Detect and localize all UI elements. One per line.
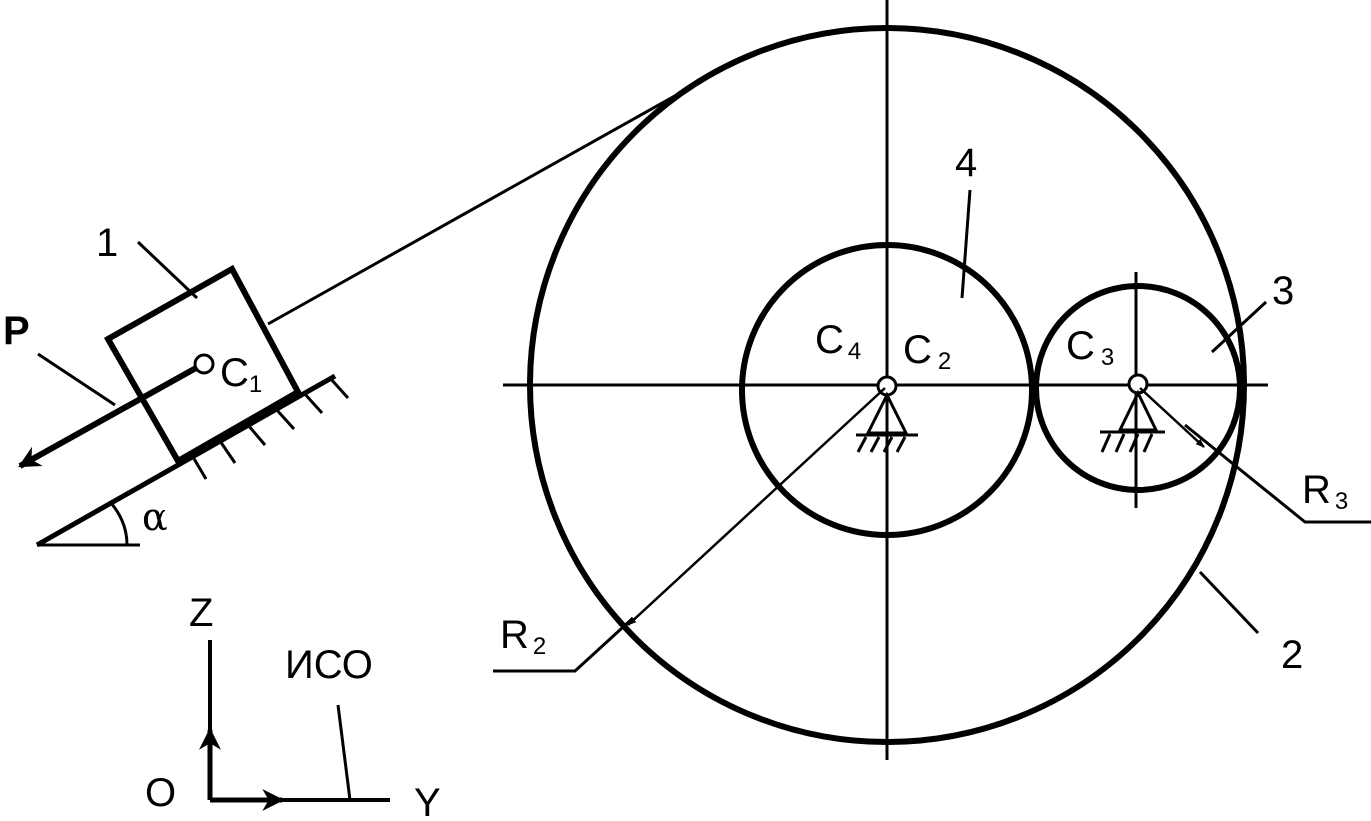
label-r3-sub: 3 [1335, 488, 1348, 515]
label-c4-letter: C [815, 318, 844, 362]
label-angle-alpha: α [142, 495, 168, 539]
label-c2-sub: 2 [938, 348, 951, 375]
leader-1 [136, 240, 199, 300]
label-c4-sub: 4 [848, 338, 861, 365]
radius-r3-arrow [1139, 387, 1205, 448]
label-body-4: 4 [955, 141, 977, 185]
label-r2-letter: R [500, 613, 529, 657]
label-c3-letter: C [1066, 324, 1095, 368]
leader-p [37, 352, 116, 407]
leader-4 [960, 189, 972, 299]
force-p-arrow [18, 365, 198, 469]
angle-arc [109, 502, 129, 546]
r2-leader [493, 616, 635, 673]
label-r3-letter: R [1302, 468, 1331, 512]
label-c2-letter: C [903, 328, 932, 372]
leader-3 [1210, 300, 1268, 354]
leader-2 [1198, 570, 1260, 635]
wheel-3 [1033, 283, 1243, 493]
label-frame: ИСО [285, 643, 373, 687]
incline-surface [35, 373, 337, 548]
pivot-support-c2 [856, 375, 918, 453]
label-axis-y: Y [414, 781, 441, 821]
label-c3-sub: 3 [1101, 344, 1114, 371]
r3-leader [1184, 423, 1371, 524]
incline-hatching [191, 376, 350, 480]
rope [267, 91, 681, 326]
radius-r2-arrow [627, 387, 886, 626]
label-body-1: 1 [96, 221, 118, 265]
label-c1: C1 [220, 351, 262, 398]
label-c1-letter: C [220, 351, 249, 395]
frame-leader [336, 704, 352, 801]
label-origin: O [145, 771, 176, 815]
label-axis-z: Z [189, 591, 213, 635]
pivot-support-c3 [1100, 373, 1165, 453]
c1-point [193, 353, 215, 375]
label-c1-sub: 1 [249, 371, 262, 398]
label-force-p: P [3, 309, 30, 353]
label-body-3: 3 [1272, 269, 1294, 313]
label-r2-sub: 2 [533, 633, 546, 660]
label-body-2: 2 [1281, 633, 1303, 677]
